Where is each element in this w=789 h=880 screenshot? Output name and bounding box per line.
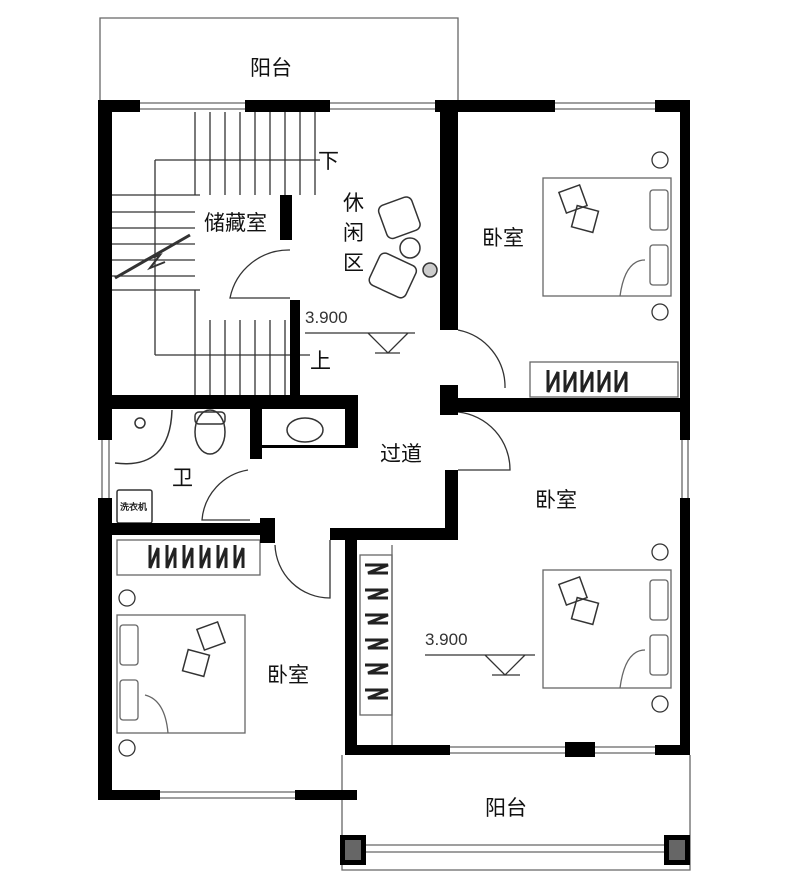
balcony-bottom-label: 阳台	[485, 796, 527, 820]
lounge-label-2: 闲	[343, 221, 364, 245]
bedroom-se-label: 卧室	[535, 488, 577, 512]
stair-up-label: 上	[310, 349, 331, 373]
lounge-label-3: 区	[343, 251, 364, 275]
elevation-label-1: 3.900	[305, 308, 348, 327]
bed-sw	[116, 614, 246, 734]
balcony-top-railing	[99, 17, 459, 100]
stair-down-label: 下	[318, 149, 339, 173]
lounge-label-1: 休	[343, 191, 364, 215]
lounge-furniture	[368, 196, 438, 299]
bed-se	[542, 569, 672, 689]
bed-ne	[542, 177, 672, 297]
elevation-label-2: 3.900	[425, 630, 468, 649]
balcony-bottom-railing	[341, 755, 691, 871]
elevation-markers	[305, 332, 535, 676]
bedroom-sw-label: 卧室	[267, 663, 309, 687]
windows	[101, 102, 689, 799]
doors	[201, 249, 511, 599]
storage-label: 储藏室	[204, 207, 267, 237]
balcony-top-label: 阳台	[250, 56, 292, 80]
bathroom-label: 卫	[172, 466, 193, 490]
washer-label: 洗衣机	[120, 503, 148, 513]
walls	[98, 100, 690, 865]
staircase	[112, 112, 320, 395]
corridor-label: 过道	[380, 442, 422, 466]
bedroom-ne-label: 卧室	[482, 226, 524, 250]
